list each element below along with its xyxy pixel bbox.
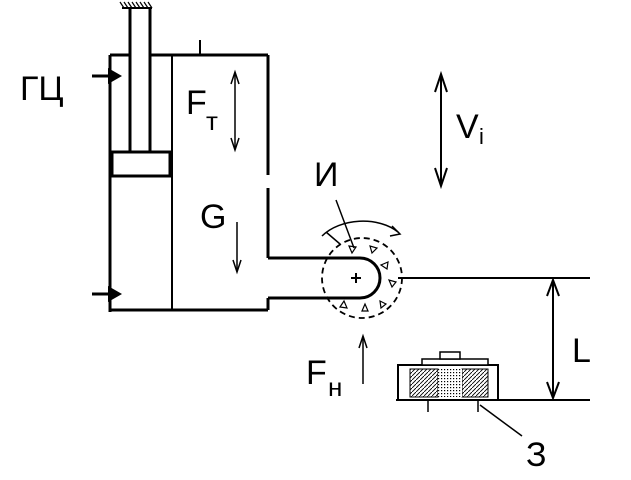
velocity-label: V [456,108,479,146]
workpiece [397,351,523,437]
force-t-label: F [186,84,207,122]
gravity-label: G [200,198,226,236]
force-t-subscript: т [206,106,218,136]
force-t-arrow [230,69,240,153]
tool-leader-line [335,199,355,249]
force-n-subscript: н [328,372,342,402]
fluid-inlet-arrow-bottom [92,286,122,302]
tool-arm [268,256,382,300]
force-n-label: F [306,354,327,392]
carriage-frame [172,40,270,312]
distance-label: L [572,332,591,370]
tool-label: И [314,156,338,194]
velocity-subscript: i [479,124,484,149]
abrasive-tool [321,237,403,319]
force-n-arrow [358,333,368,384]
rotation-arrow [321,220,402,245]
gravity-arrow [232,222,242,275]
piston-rod [128,8,152,152]
piston [110,150,172,178]
hydraulic-cylinder [108,53,173,312]
workpiece-label: З [526,436,547,474]
hydraulic-cylinder-label: ГЦ [20,70,64,108]
fluid-inlet-arrow-top [92,68,122,84]
distance-dimension-arrow [546,277,560,401]
fixed-support [119,1,153,9]
velocity-arrow [434,70,448,190]
